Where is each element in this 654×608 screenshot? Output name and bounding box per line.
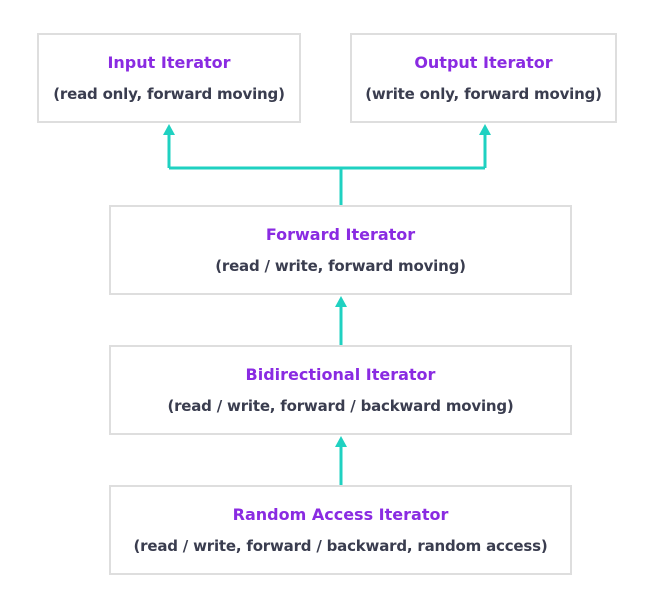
forward-iterator-title: Forward Iterator [265,224,416,244]
arrowhead-to-input [163,124,175,135]
random-access-iterator-title: Random Access Iterator [232,504,449,524]
output-iterator-box: Output Iterator (write only, forward mov… [350,33,617,123]
arrowhead-to-bidirectional [335,436,347,447]
bidirectional-iterator-title: Bidirectional Iterator [245,364,436,384]
bidirectional-iterator-box: Bidirectional Iterator (read / write, fo… [109,345,572,435]
random-access-iterator-description: (read / write, forward / backward, rando… [133,536,548,555]
input-iterator-description: (read only, forward moving) [53,84,285,103]
input-iterator-title: Input Iterator [107,52,231,72]
forward-iterator-box: Forward Iterator (read / write, forward … [109,205,572,295]
arrowhead-to-forward [335,296,347,307]
forward-iterator-description: (read / write, forward moving) [215,256,466,275]
random-access-iterator-box: Random Access Iterator (read / write, fo… [109,485,572,575]
output-iterator-description: (write only, forward moving) [365,84,602,103]
connector-forward-to-input-output [167,133,487,205]
output-iterator-title: Output Iterator [414,52,553,72]
bidirectional-iterator-description: (read / write, forward / backward moving… [167,396,514,415]
input-iterator-box: Input Iterator (read only, forward movin… [37,33,301,123]
arrowhead-to-output [479,124,491,135]
